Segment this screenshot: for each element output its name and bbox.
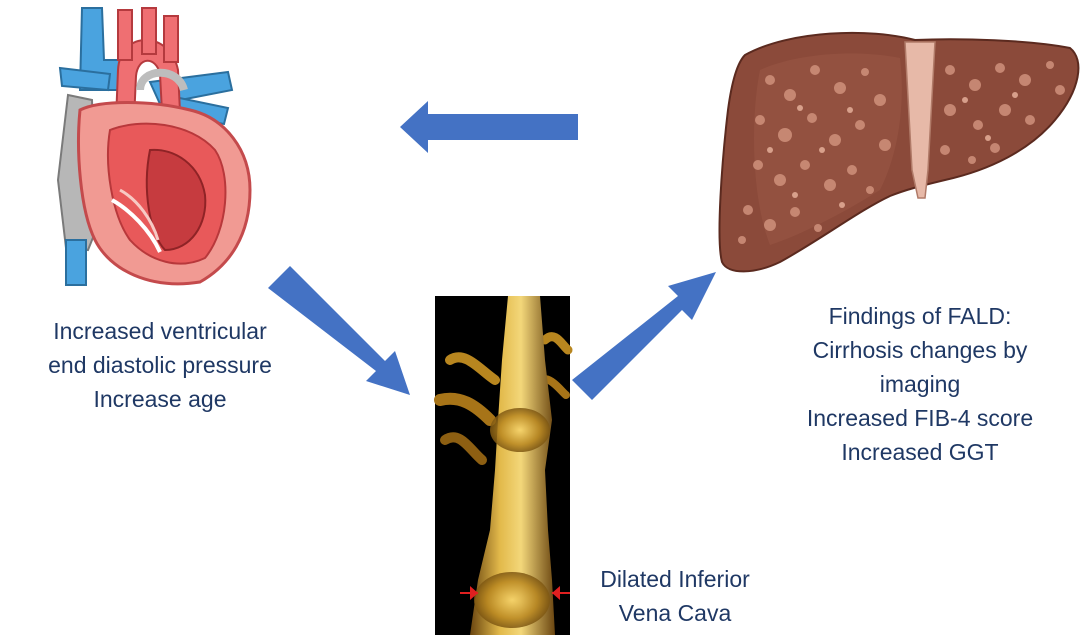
liver-illustration xyxy=(718,31,1080,273)
heart-findings-label: Increased ventricular end diastolic pres… xyxy=(10,314,310,416)
ivc-label-line: Vena Cava xyxy=(618,600,732,626)
heart-label-line: Increase age xyxy=(93,386,227,412)
ivc-diameter-markers xyxy=(460,586,570,600)
liver-label-line: Cirrhosis changes by xyxy=(812,337,1028,363)
heart-label-line: end diastolic pressure xyxy=(48,352,272,378)
liver-label-line: imaging xyxy=(879,371,961,397)
liver-label-line: Findings of FALD: xyxy=(828,303,1012,329)
arrow-heart-to-ivc xyxy=(268,266,410,395)
heart-illustration xyxy=(56,7,252,286)
heart-label-line: Increased ventricular xyxy=(53,318,267,344)
liver-label-line: Increased GGT xyxy=(841,439,999,465)
ivc-3d-rendering xyxy=(434,296,573,635)
liver-label-line: Increased FIB-4 score xyxy=(806,405,1034,431)
ivc-label-line: Dilated Inferior xyxy=(600,566,750,592)
liver-findings-label: Findings of FALD: Cirrhosis changes by i… xyxy=(775,299,1065,469)
arrow-ivc-to-liver xyxy=(572,272,716,400)
ivc-label: Dilated Inferior Vena Cava xyxy=(575,562,775,630)
arrow-liver-to-heart xyxy=(400,101,578,153)
